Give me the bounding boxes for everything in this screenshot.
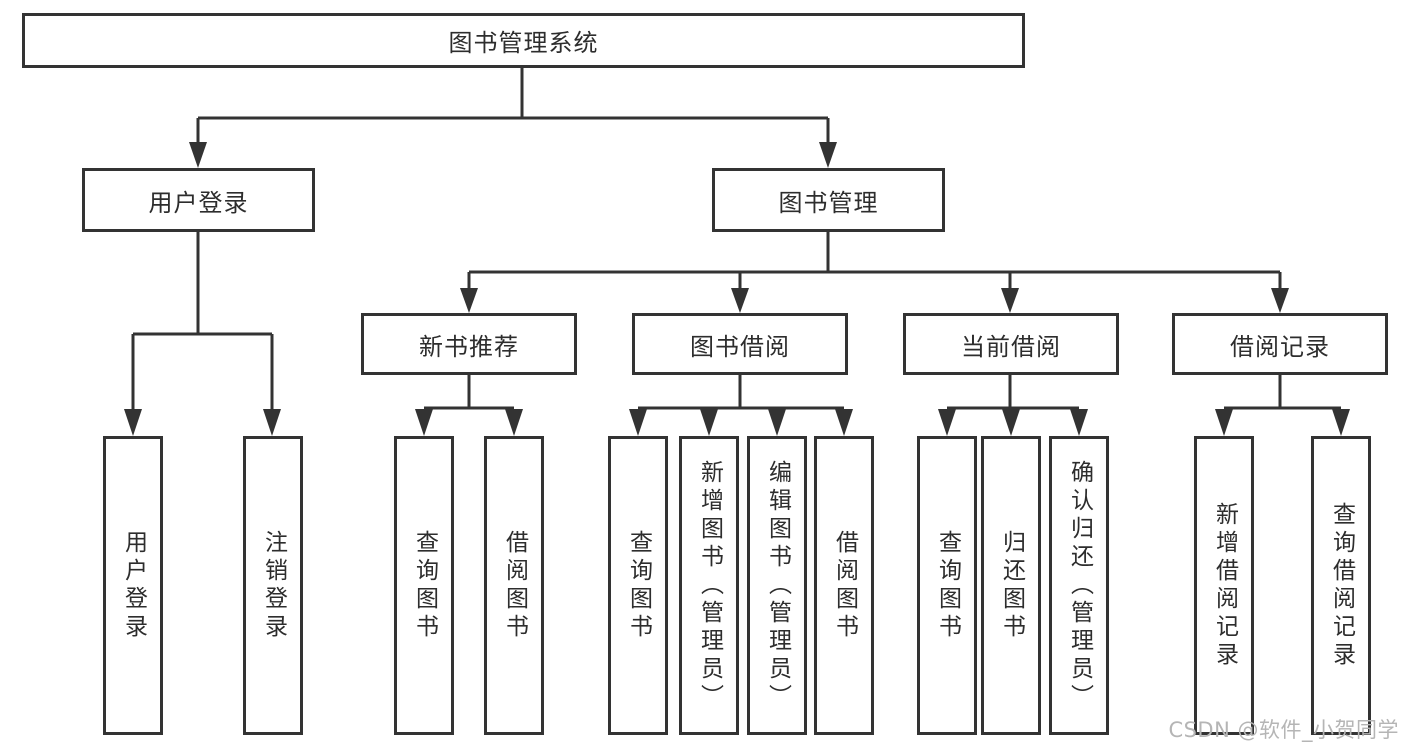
leaf-label: 查询图书 xyxy=(625,529,652,642)
node-book-management: 图书管理 xyxy=(712,168,945,232)
leaf-records-add-borrow-record: 新增借阅记录 xyxy=(1194,436,1254,735)
leaf-label: 编辑图书（管理员） xyxy=(764,459,791,712)
leaf-bookborrow-edit-books-admin: 编辑图书（管理员） xyxy=(747,436,807,735)
leaf-label: 查询图书 xyxy=(411,529,438,642)
leaf-currentborrow-query-books: 查询图书 xyxy=(917,436,977,735)
leaf-newbooks-query-books: 查询图书 xyxy=(394,436,454,735)
arrowheads xyxy=(124,142,1350,436)
leaf-bookborrow-add-books-admin: 新增图书（管理员） xyxy=(679,436,739,735)
leaf-label: 注销登录 xyxy=(260,529,287,642)
leaf-bookborrow-query-books: 查询图书 xyxy=(608,436,668,735)
watermark-text: CSDN @软件_小贺同学 xyxy=(1168,718,1399,742)
leaf-label: 新增借阅记录 xyxy=(1211,501,1238,670)
leaf-logout: 注销登录 xyxy=(243,436,303,735)
leaf-newbooks-borrow-books: 借阅图书 xyxy=(484,436,544,735)
leaf-label: 借阅图书 xyxy=(831,529,858,642)
node-user-login: 用户登录 xyxy=(82,168,315,232)
leaf-user-login: 用户登录 xyxy=(103,436,163,735)
leaf-records-query-borrow-record: 查询借阅记录 xyxy=(1311,436,1371,735)
leaf-currentborrow-confirm-return-admin: 确认归还（管理员） xyxy=(1049,436,1109,735)
leaf-label: 查询图书 xyxy=(934,529,961,642)
leaf-label: 确认归还（管理员） xyxy=(1066,459,1093,712)
leaf-label: 归还图书 xyxy=(998,529,1025,642)
leaf-label: 借阅图书 xyxy=(501,529,528,642)
leaf-bookborrow-borrow-books: 借阅图书 xyxy=(814,436,874,735)
node-current-borrow: 当前借阅 xyxy=(903,313,1119,375)
node-root: 图书管理系统 xyxy=(22,13,1025,68)
leaf-label: 用户登录 xyxy=(120,529,147,642)
leaf-currentborrow-return-books: 归还图书 xyxy=(981,436,1041,735)
node-new-book-recommend: 新书推荐 xyxy=(361,313,577,375)
leaf-label: 新增图书（管理员） xyxy=(696,459,723,712)
node-borrow-records: 借阅记录 xyxy=(1172,313,1388,375)
node-book-borrow: 图书借阅 xyxy=(632,313,848,375)
leaf-label: 查询借阅记录 xyxy=(1328,501,1355,670)
